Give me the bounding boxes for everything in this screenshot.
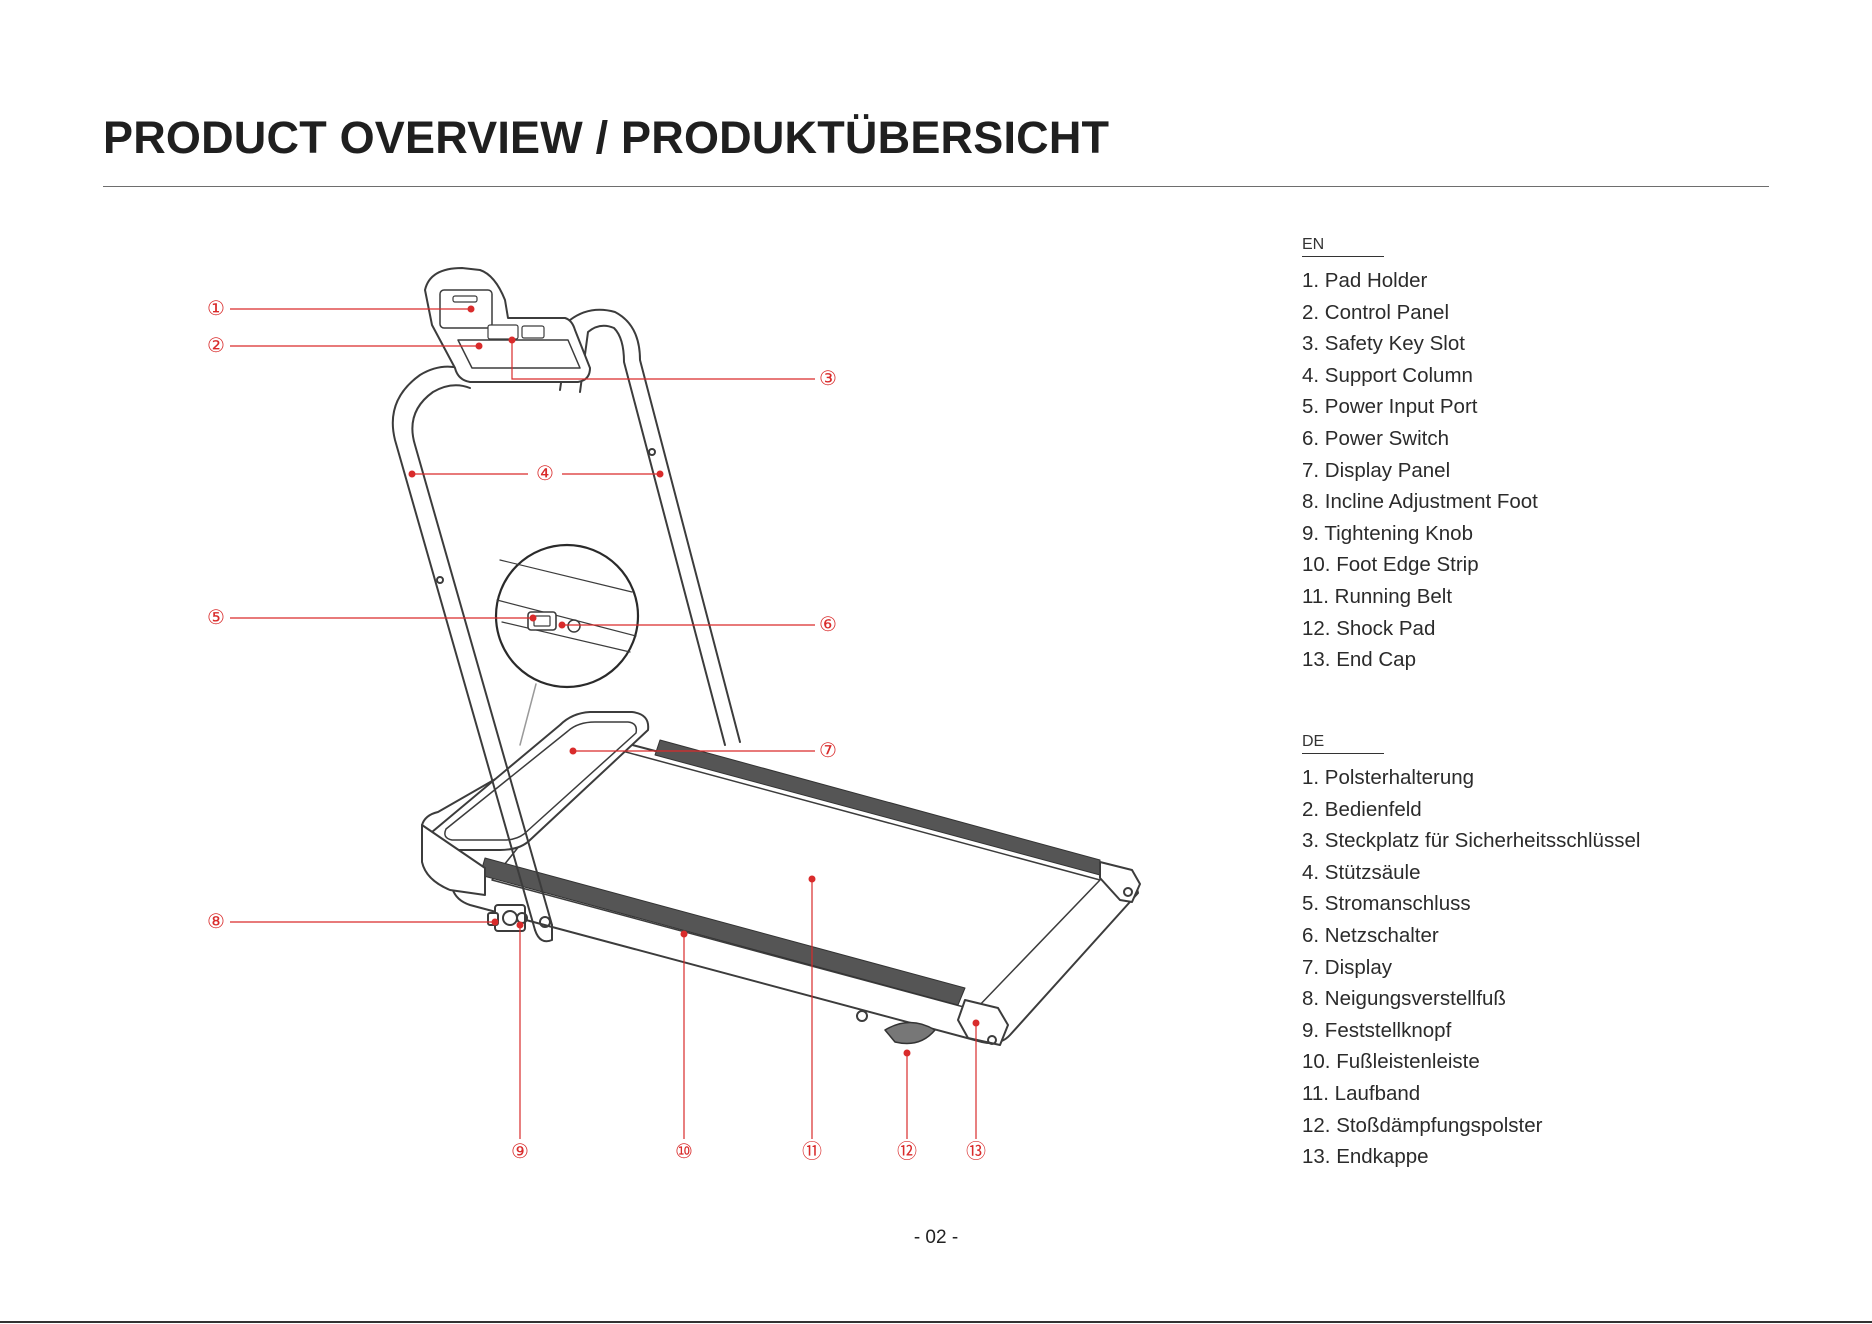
legend-en: EN 1. Pad Holder 2. Control Panel 3. Saf… [1302, 236, 1772, 676]
legend-de-item: 3. Steckplatz für Sicherheitsschlüssel [1302, 829, 1641, 853]
end-cap-shape [957, 999, 1009, 1046]
legend-de-list: 1. Polsterhalterung 2. Bedienfeld 3. Ste… [1302, 762, 1772, 1173]
legend-en-item: 13. End Cap [1302, 648, 1416, 672]
legend-de-item: 10. Fußleistenleiste [1302, 1050, 1480, 1074]
display-panel-shape [430, 711, 650, 851]
legend-en-item: 11. Running Belt [1302, 584, 1453, 608]
legend-de-item: 2. Bedienfeld [1302, 797, 1422, 821]
legend-de-item: 7. Display [1302, 955, 1393, 979]
legend-de-item: 12. Stoßdämpfungspolster [1302, 1113, 1543, 1137]
legend-en-item: 8. Incline Adjustment Foot [1302, 490, 1538, 514]
detail-magnifier [494, 543, 640, 689]
legend-en-list: 1. Pad Holder 2. Control Panel 3. Safety… [1302, 265, 1772, 676]
callout-12: ⑫ [897, 1140, 917, 1163]
legend-de-item: 1. Polsterhalterung [1302, 766, 1475, 789]
legend-de: DE 1. Polsterhalterung 2. Bedienfeld 3. … [1302, 733, 1772, 1173]
legend-de-item: 6. Netzschalter [1302, 923, 1439, 947]
legend-en-item: 4. Support Column [1302, 363, 1473, 387]
callout-leaders [230, 308, 977, 1139]
legend-en-item: 9. Tightening Knob [1302, 521, 1473, 545]
legend-de-heading: DE [1302, 733, 1385, 754]
legend-en-item: 10. Foot Edge Strip [1302, 553, 1479, 577]
leader-3 [511, 340, 815, 380]
right-edge-strip [654, 739, 1101, 876]
legend-en-item: 5. Power Input Port [1302, 395, 1478, 419]
bottom-divider [0, 1321, 1872, 1323]
callout-8: ⑧ [207, 911, 225, 933]
callout-3: ③ [819, 368, 837, 390]
callout-6: ⑥ [819, 614, 837, 636]
callout-2: ② [207, 335, 225, 357]
legend-de-item: 13. Endkappe [1302, 1145, 1429, 1169]
legend-en-item: 1. Pad Holder [1302, 269, 1428, 292]
callout-9: ⑨ [511, 1141, 529, 1163]
callout-4: ④ [536, 463, 554, 485]
legend-de-item: 8. Neigungsverstellfuß [1302, 987, 1506, 1011]
page-number: - 02 - [913, 1227, 959, 1248]
callout-13: ⑬ [966, 1140, 986, 1163]
title-divider [103, 186, 1769, 187]
legend-de-item: 4. Stützsäule [1302, 860, 1421, 884]
shock-pad-shape [884, 1021, 936, 1045]
callout-1: ① [207, 298, 225, 320]
legend-en-item: 12. Shock Pad [1302, 616, 1436, 640]
callout-11: ⑪ [802, 1140, 822, 1163]
legend-de-item: 5. Stromanschluss [1302, 892, 1471, 916]
legend-de-item: 9. Feststellknopf [1302, 1018, 1452, 1042]
legend-en-item: 2. Control Panel [1302, 300, 1450, 324]
treadmill-drawing [391, 267, 1141, 1046]
callout-5: ⑤ [207, 607, 225, 629]
legend-en-item: 3. Safety Key Slot [1302, 332, 1465, 356]
callout-labels: ① ② ③ ④ ⑤ ⑥ ⑦ ⑧ ⑨ ⑩ ⑪ ⑫ ⑬ [207, 298, 986, 1163]
legend-en-item: 7. Display Panel [1302, 458, 1451, 482]
callout-10: ⑩ [675, 1141, 693, 1163]
legend-en-item: 6. Power Switch [1302, 426, 1449, 450]
callout-7: ⑦ [819, 740, 837, 762]
right-end-cap-shape [1099, 861, 1141, 903]
callout-dots [408, 305, 980, 1057]
legend-de-item: 11. Laufband [1302, 1081, 1421, 1105]
page-title: PRODUCT OVERVIEW / PRODUKTÜBERSICHT [103, 112, 1110, 163]
legend-en-heading: EN [1302, 236, 1385, 257]
support-column-shape [391, 365, 536, 931]
